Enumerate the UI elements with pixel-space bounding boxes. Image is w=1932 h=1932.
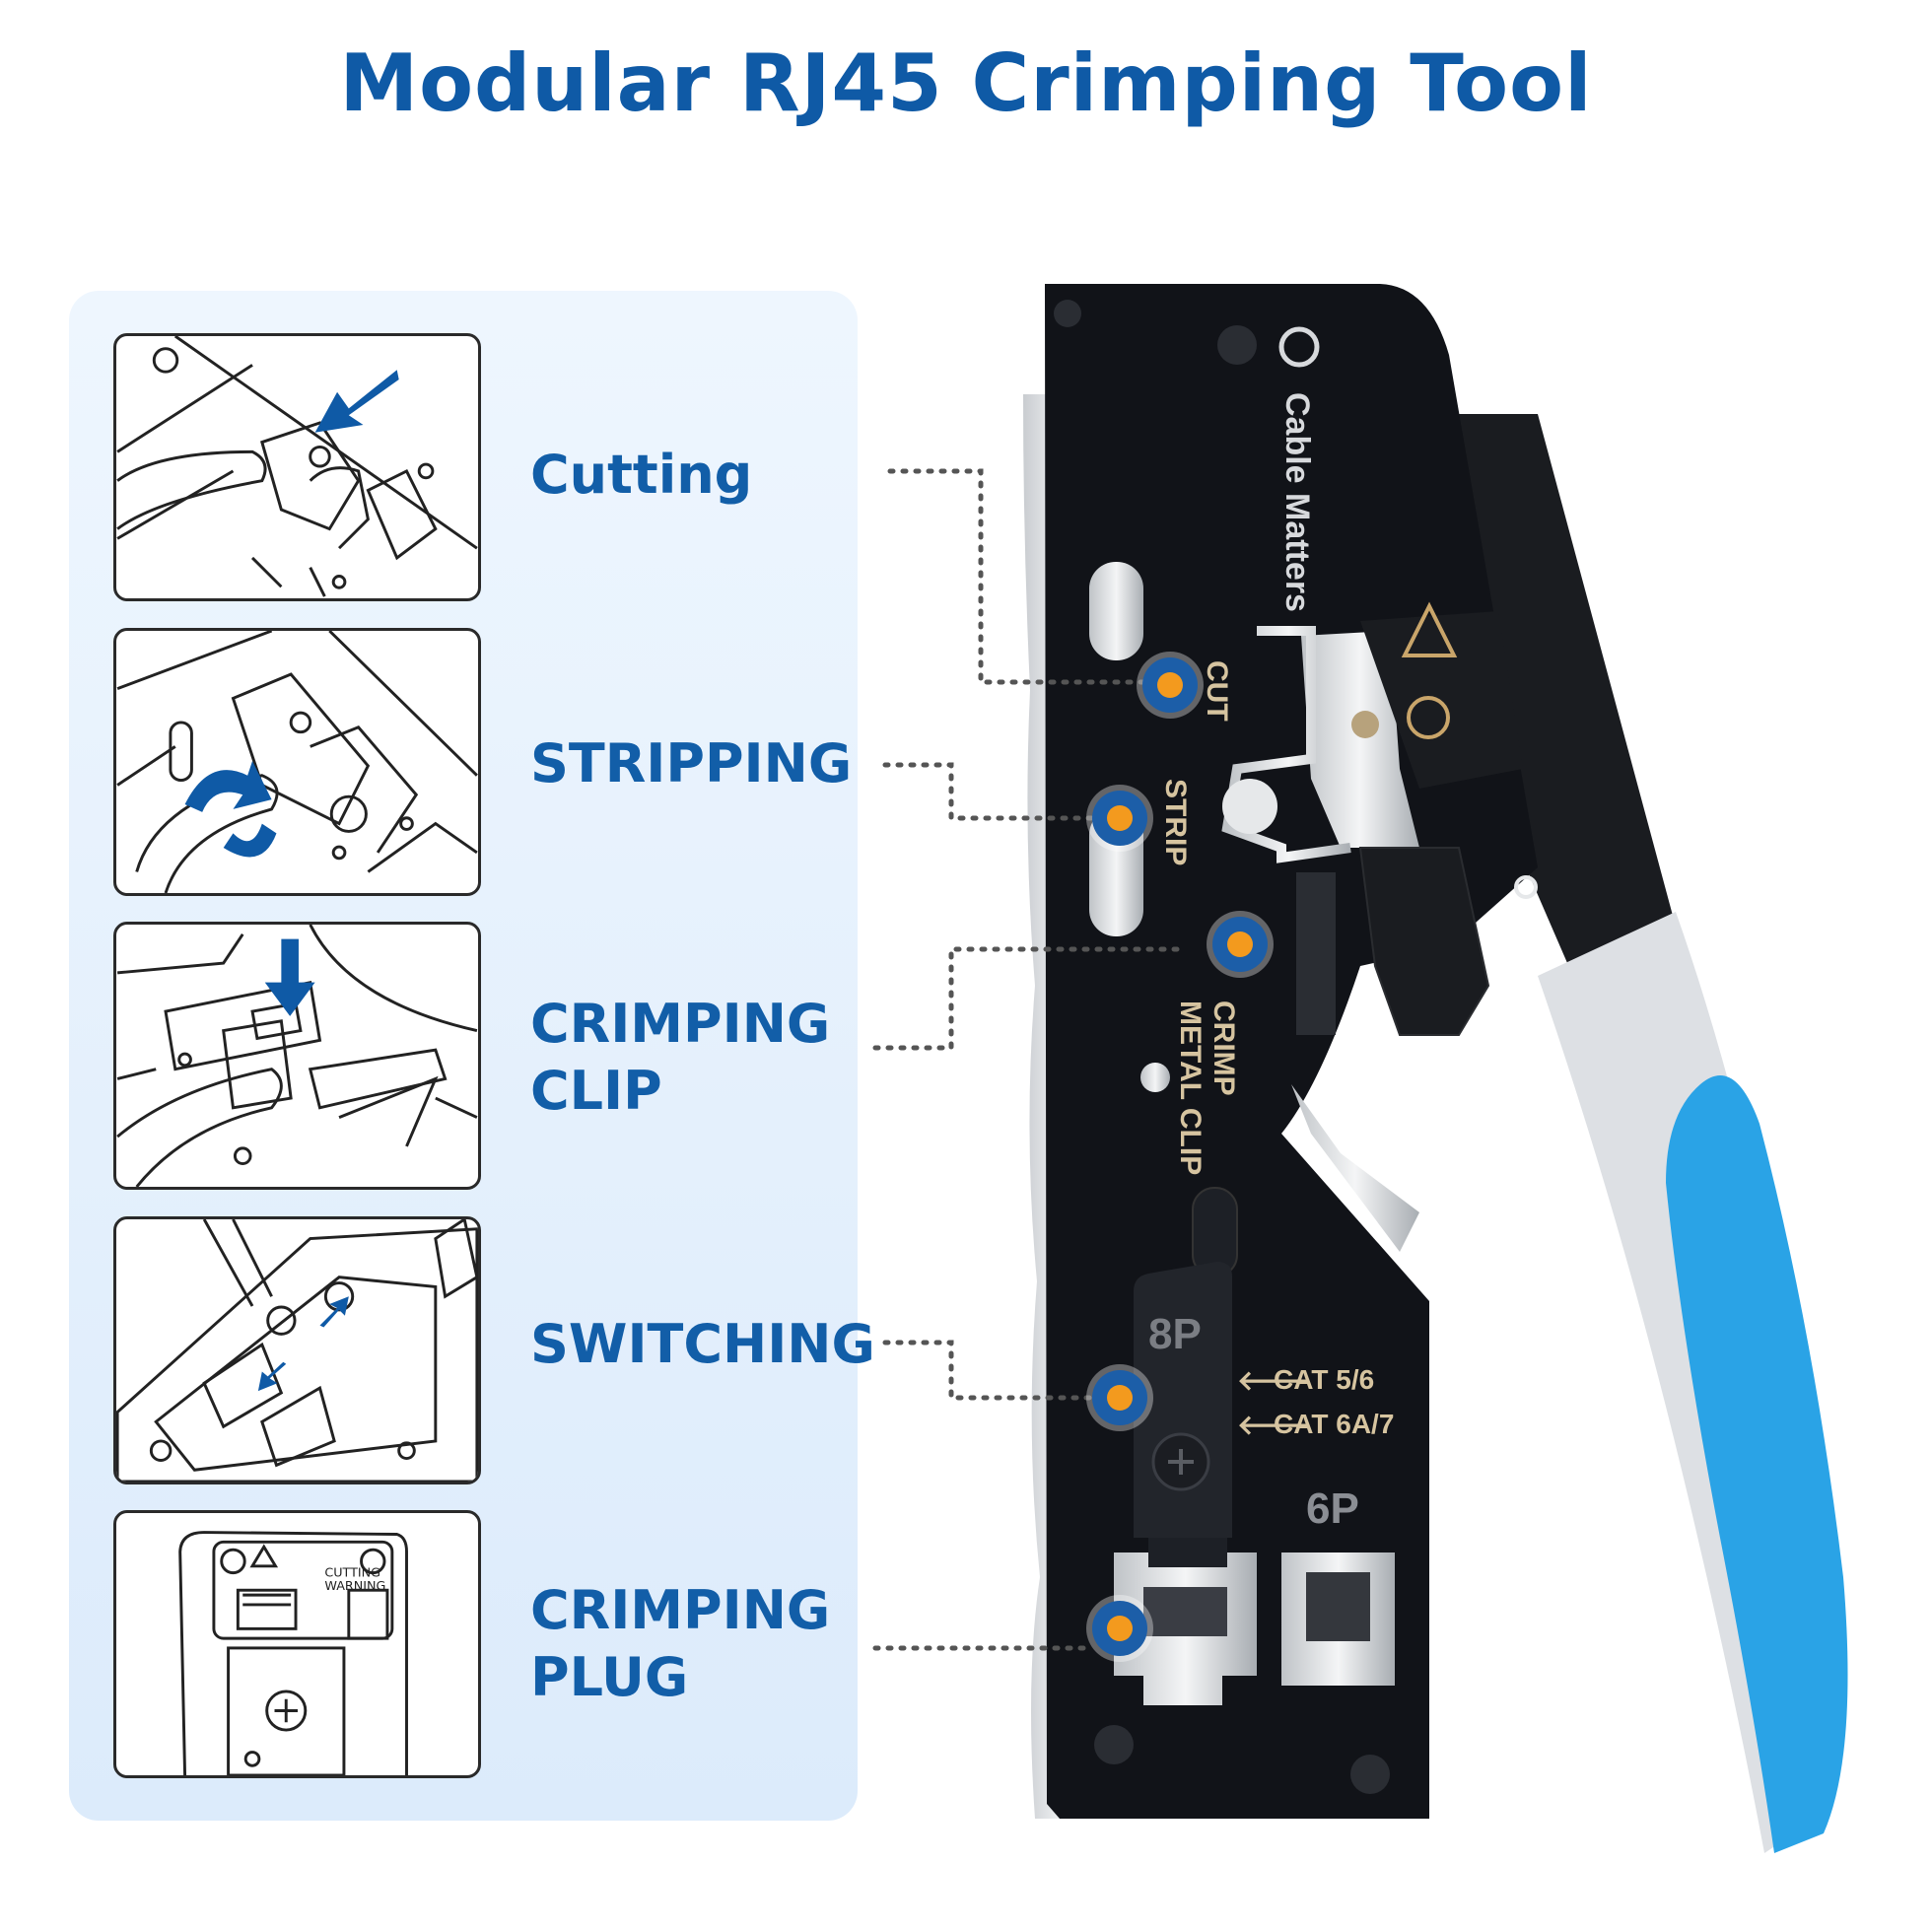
mode-label-8p: 8P bbox=[1148, 1310, 1202, 1358]
mode-label-6p: 6P bbox=[1306, 1484, 1359, 1533]
crimp-clip-die bbox=[1296, 872, 1336, 1035]
blade-cover bbox=[1360, 611, 1523, 789]
page-title: Modular RJ45 Crimping Tool bbox=[339, 37, 1593, 129]
warning-triangle-icon bbox=[1401, 601, 1458, 657]
screw-bottom-left bbox=[1094, 1725, 1134, 1764]
cutting-illustration bbox=[113, 333, 481, 601]
switch-screw-slot bbox=[1168, 1449, 1194, 1475]
switching-drawing bbox=[116, 1219, 478, 1482]
thumb-warning-line2: WARNING bbox=[324, 1578, 385, 1593]
crimping-clip-illustration bbox=[113, 922, 481, 1190]
leader-lines bbox=[872, 468, 1186, 1651]
crimping-plug-illustration: CUTTING WARNING bbox=[113, 1510, 481, 1778]
marker-crimp-clip bbox=[1207, 911, 1274, 978]
step-label-crimping-clip: CRIMPING CLIP bbox=[530, 993, 831, 1122]
port-6p-cavity bbox=[1306, 1572, 1370, 1641]
handle-grip-blue bbox=[1666, 1075, 1848, 1853]
thumb-warning-line1: CUTTING bbox=[324, 1565, 380, 1580]
screw-bottom-right bbox=[1350, 1755, 1390, 1794]
crimping-plug-drawing: CUTTING WARNING bbox=[178, 1531, 408, 1775]
jaw-pivot-hole bbox=[1514, 875, 1538, 899]
upper-handle-shank bbox=[1449, 414, 1676, 986]
stripping-drawing bbox=[116, 631, 478, 893]
switching-illustration bbox=[113, 1216, 481, 1484]
marker-crimp-plug bbox=[1086, 1595, 1153, 1662]
step-label-stripping: STRIPPING bbox=[530, 732, 853, 794]
marker-switch bbox=[1086, 1364, 1153, 1431]
step-label-crimping-plug: CRIMPING PLUG bbox=[530, 1579, 831, 1708]
stripping-illustration bbox=[113, 628, 481, 896]
die-profile-lower bbox=[1291, 1084, 1419, 1252]
lower-jaw bbox=[1358, 847, 1490, 1036]
die-label-cut: CUT bbox=[1201, 660, 1233, 722]
crimping-clip-drawing bbox=[116, 925, 478, 1187]
cat-label-1: CAT 5/6 bbox=[1274, 1364, 1374, 1395]
arrow-left-icon: 🡐 bbox=[1237, 1365, 1311, 1396]
die-label-strip: STRIP bbox=[1159, 779, 1192, 865]
brand-name: Cable Matters bbox=[1278, 392, 1316, 612]
lock-button bbox=[1140, 1063, 1170, 1092]
marker-strip bbox=[1086, 785, 1153, 852]
no-touch-icon bbox=[1407, 696, 1450, 739]
slot-upper bbox=[1089, 562, 1143, 660]
screw-top bbox=[1217, 325, 1257, 365]
step-label-cutting: Cutting bbox=[530, 444, 753, 506]
cutting-drawing bbox=[116, 336, 478, 597]
brand-logo-icon bbox=[1278, 326, 1320, 368]
arrow-left-icon: 🡐 bbox=[1237, 1410, 1311, 1440]
marker-cut bbox=[1137, 652, 1204, 719]
strip-die-opening bbox=[1222, 779, 1277, 834]
die-label-metal-clip: METAL CLIP bbox=[1174, 1000, 1207, 1175]
blade-screw bbox=[1351, 711, 1379, 738]
cat-label-2: CAT 6A/7 bbox=[1274, 1409, 1394, 1439]
port-8p-cavity bbox=[1143, 1587, 1227, 1636]
step-label-switching: SWITCHING bbox=[530, 1313, 875, 1375]
port-8p-teeth bbox=[1148, 1538, 1227, 1567]
die-label-crimp: CRIMP bbox=[1208, 1000, 1240, 1096]
screw-top-left bbox=[1054, 300, 1081, 327]
